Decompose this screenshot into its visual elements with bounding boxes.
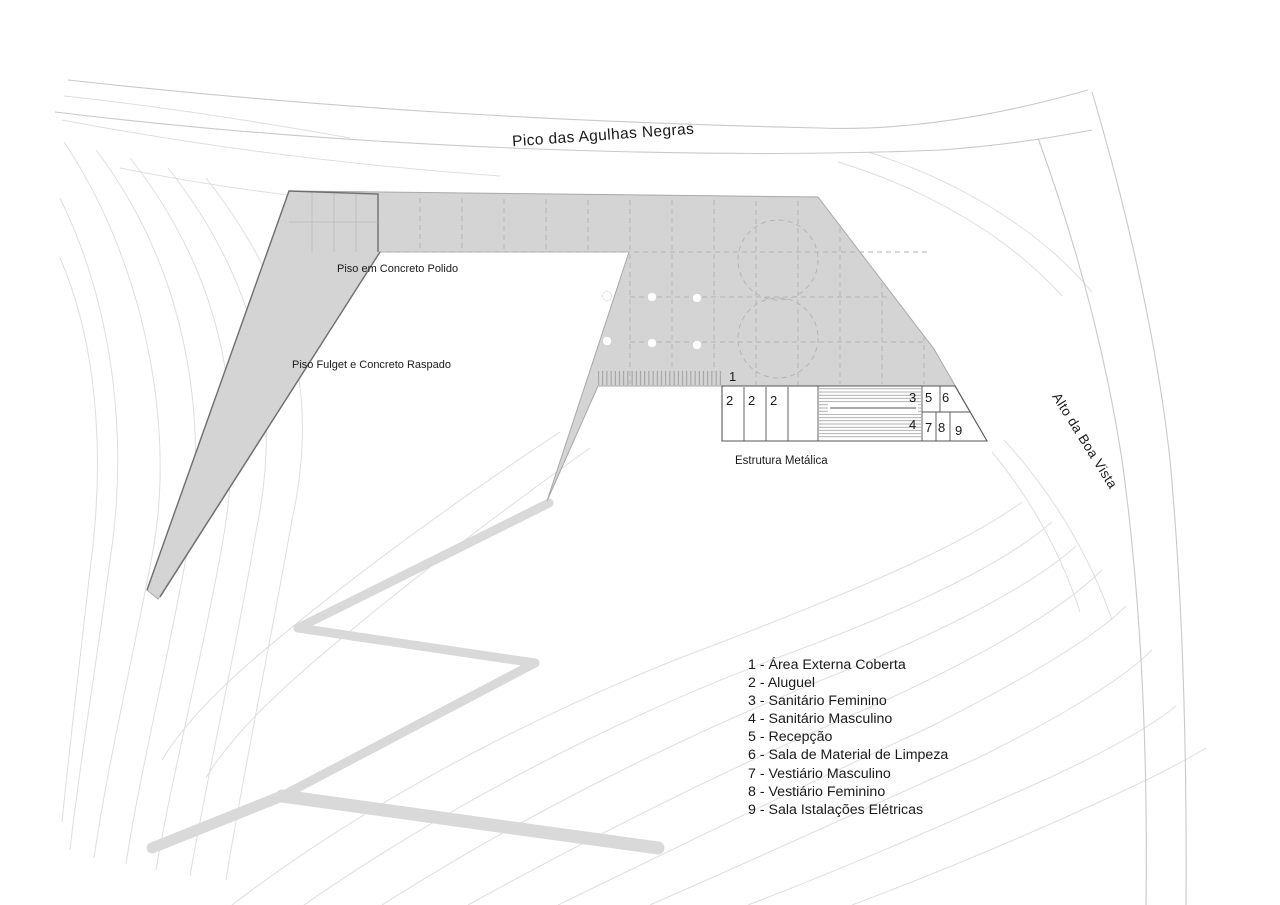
building-wall-outlines bbox=[146, 190, 381, 598]
label-polished-concrete-floor: Piso em Concreto Polido bbox=[337, 263, 459, 275]
room-tag-1: 1 bbox=[729, 369, 737, 384]
access-roads bbox=[54, 79, 1187, 905]
building-plan bbox=[146, 190, 988, 600]
stairs-hatch bbox=[598, 371, 722, 385]
contour-lines bbox=[59, 95, 1207, 905]
service-block bbox=[721, 385, 988, 442]
legend-item: 6 - Sala de Material de Limpeza bbox=[748, 747, 949, 764]
step-room-grid bbox=[289, 193, 378, 252]
legend-item: 3 - Sanitário Feminino bbox=[748, 693, 887, 710]
building-footprint bbox=[146, 190, 988, 600]
legend-item: 8 - Vestiário Feminino bbox=[748, 783, 886, 800]
small-room-dividers bbox=[922, 386, 970, 441]
legend-item: 9 - Sala Istalações Elétricas bbox=[748, 801, 924, 818]
corridor-slot bbox=[828, 403, 918, 414]
room-tag-9: 9 bbox=[955, 423, 963, 438]
room-tag-3: 3 bbox=[909, 390, 917, 405]
room-tag-4: 4 bbox=[909, 417, 917, 432]
legend-item: 2 - Aluguel bbox=[748, 675, 816, 692]
rental-cell-dividers bbox=[743, 386, 923, 441]
room-tag-5: 5 bbox=[925, 390, 933, 405]
legend-item: 1 - Área Externa Coberta bbox=[748, 657, 906, 673]
room-tag-2b: 2 bbox=[748, 393, 756, 408]
roof-dashed-grid bbox=[382, 198, 930, 385]
structural-columns bbox=[602, 291, 702, 350]
label-fulget-floor: Piso Fulget e Concreto Raspado bbox=[292, 359, 451, 371]
room-tag-8: 8 bbox=[938, 420, 946, 435]
room-tag-2a: 2 bbox=[726, 393, 734, 408]
label-metal-structure: Estrutura Metálica bbox=[735, 455, 828, 467]
trail-path bbox=[146, 498, 665, 855]
top-road-lower-edge bbox=[54, 111, 1093, 154]
room-tag-7: 7 bbox=[925, 420, 933, 435]
legend-item: 4 - Sanitário Masculino bbox=[748, 711, 893, 728]
room-tag-6: 6 bbox=[942, 390, 950, 405]
top-road-upper-edge bbox=[67, 79, 1089, 129]
right-road-right-edge bbox=[1091, 91, 1187, 905]
legend-item: 7 - Vestiário Masculino bbox=[748, 765, 891, 782]
right-road-left-edge bbox=[1037, 137, 1147, 905]
legend: 1 - Área Externa Coberta 2 - Aluguel 3 -… bbox=[748, 656, 948, 819]
room-tag-2c: 2 bbox=[770, 393, 778, 408]
legend-item: 5 - Recepção bbox=[748, 729, 833, 746]
